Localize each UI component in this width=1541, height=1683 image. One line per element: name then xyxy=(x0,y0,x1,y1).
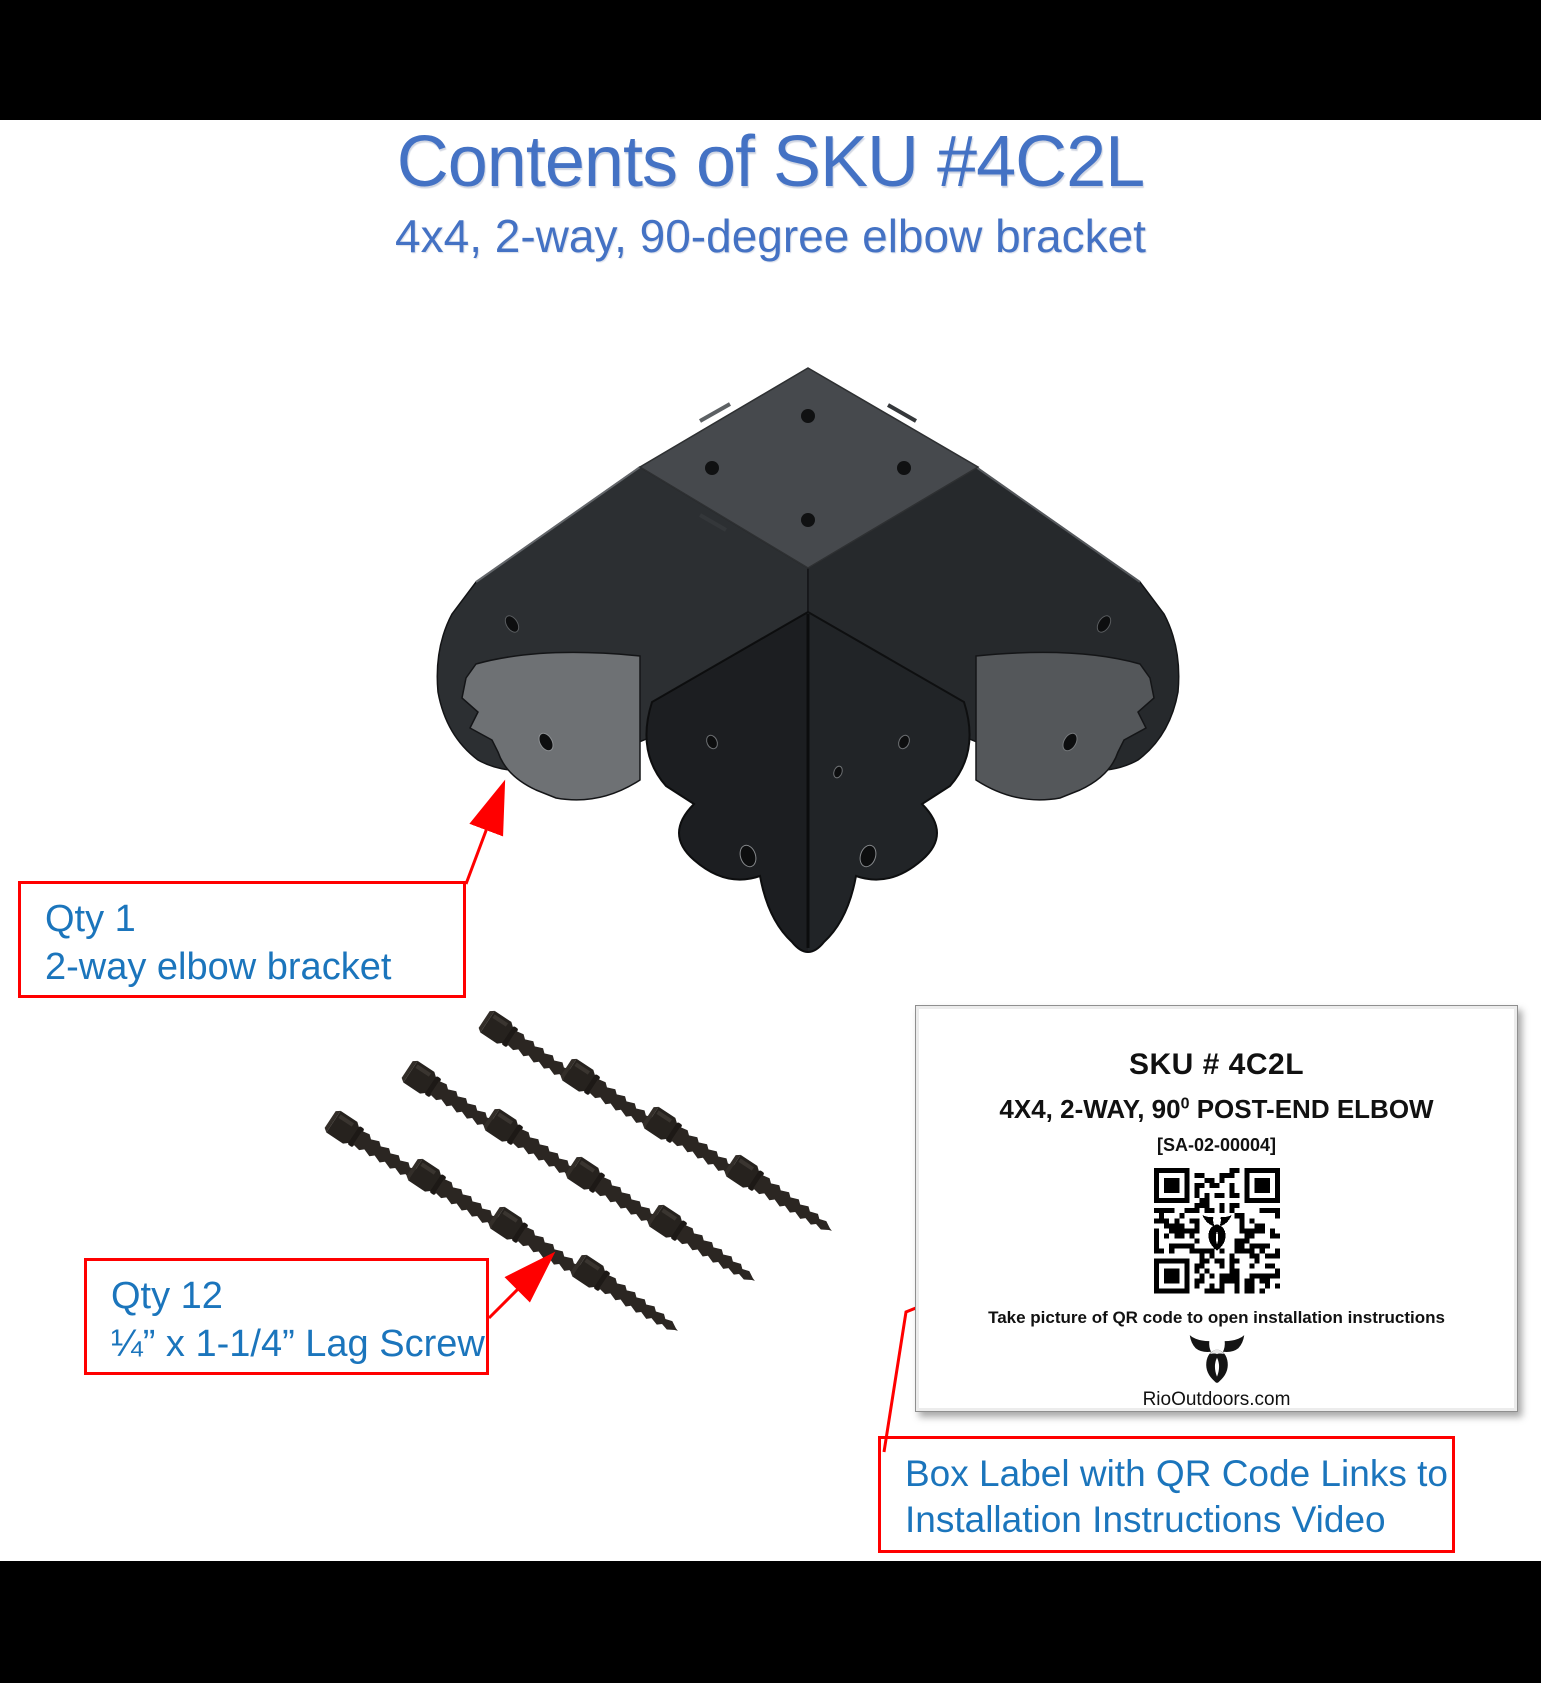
brand-name: RioOutdoors.com xyxy=(1142,1389,1291,1410)
callout-screws-qty: Qty 12 ¼” x 1-1/4” Lag Screw xyxy=(84,1258,489,1375)
callout-bracket-qty: Qty 1 2-way elbow bracket xyxy=(18,881,466,998)
callout-screws-line1: Qty 12 xyxy=(111,1275,223,1317)
callout-label-line1: Box Label with QR Code Links to xyxy=(905,1453,1448,1494)
title-block: Contents of SKU #4C2L 4x4, 2-way, 90-deg… xyxy=(0,121,1541,263)
callout-label-line2: Installation Instructions Video xyxy=(905,1499,1386,1541)
bottom-letterbox xyxy=(0,1561,1541,1683)
callout-arrow-screws xyxy=(487,1251,556,1320)
label-subtitle: 4X4, 2-WAY, 900 POST-END ELBOW xyxy=(999,1094,1434,1124)
callout-bracket-line1: Qty 1 xyxy=(45,898,136,940)
callout-bracket-line2: 2-way elbow bracket xyxy=(45,945,392,988)
label-sku-title: SKU # 4C2L xyxy=(1128,1048,1305,1081)
callout-box-label: Box Label with QR Code Links to Installa… xyxy=(878,1436,1455,1553)
callout-arrow-bracket xyxy=(464,779,506,885)
brand-bull-logo-icon xyxy=(1189,1334,1244,1383)
degree-superscript: 0 xyxy=(1180,1095,1190,1113)
page-subtitle: 4x4, 2-way, 90-degree elbow bracket xyxy=(395,210,1146,262)
qr-code xyxy=(1153,1168,1280,1294)
lag-screw xyxy=(722,1152,840,1242)
bracket-illustration xyxy=(436,367,1180,954)
label-qr-caption: Take picture of QR code to open installa… xyxy=(988,1307,1445,1327)
top-letterbox xyxy=(0,0,1541,120)
page-title: Contents of SKU #4C2L xyxy=(396,122,1145,202)
box-label: SKU # 4C2L 4X4, 2-WAY, 900 POST-END ELBO… xyxy=(915,1005,1518,1412)
lag-screw xyxy=(568,1252,686,1342)
callout-screws-line2: ¼” x 1-1/4” Lag Screw xyxy=(111,1322,485,1365)
lag-screw xyxy=(645,1202,763,1292)
label-part-number: [SA-02-00004] xyxy=(1156,1135,1277,1155)
